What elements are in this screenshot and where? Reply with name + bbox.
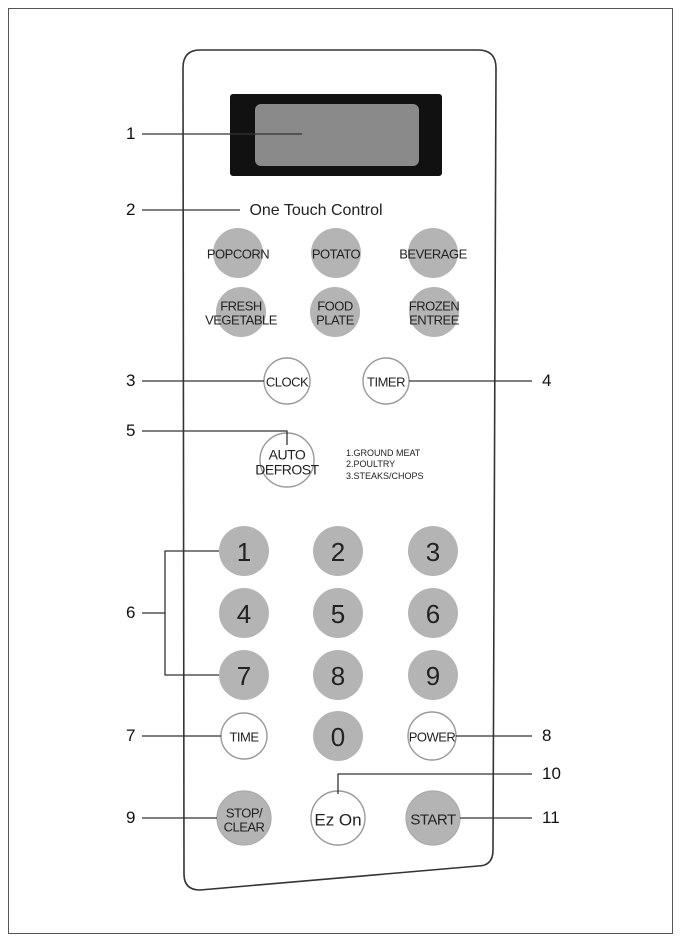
callout-4: 4: [542, 371, 552, 390]
fresh-vegetable-button-shape: [216, 287, 266, 337]
digit-8-button[interactable]: 8: [330, 661, 346, 691]
ez-on-button[interactable]: Ez On: [314, 810, 362, 830]
digit-7-button[interactable]: 7: [236, 661, 252, 691]
defrost-option: 2.POULTRY: [346, 459, 396, 470]
callout-11: 11: [542, 808, 560, 827]
one-touch-heading: One Touch Control: [249, 202, 383, 219]
digit-5-button[interactable]: 5: [330, 599, 346, 629]
callout-6: 6: [126, 603, 136, 622]
frozen-entree-button[interactable]: FROZEN ENTREE: [408, 298, 460, 327]
beverage-button[interactable]: BEVERAGE: [399, 246, 467, 262]
potato-button[interactable]: POTATO: [311, 246, 361, 262]
defrost-option: 1.GROUND MEAT: [346, 448, 421, 458]
clock-button[interactable]: CLOCK: [265, 374, 309, 390]
food-plate-button[interactable]: FOOD PLATE: [316, 298, 354, 327]
figure-frame: [8, 8, 673, 934]
callout-1: 1: [126, 124, 136, 143]
stop-clear-button[interactable]: STOP/ CLEAR: [223, 805, 265, 834]
defrost-option: 3.STEAKS/CHOPS: [346, 470, 424, 481]
callout-3: 3: [126, 371, 136, 390]
timer-button[interactable]: TIMER: [367, 374, 405, 390]
digit-3-button[interactable]: 3: [425, 537, 441, 567]
power-button[interactable]: POWER: [408, 729, 456, 745]
callout-5: 5: [126, 421, 136, 440]
defrost-options: 1.GROUND MEAT 2.POULTRY 3.STEAKS/CHOPS: [346, 448, 424, 482]
digit-6-button[interactable]: 6: [425, 599, 441, 629]
start-button[interactable]: START: [410, 811, 456, 829]
digit-4-button[interactable]: 4: [236, 599, 252, 629]
digit-0-button[interactable]: 0: [330, 722, 346, 752]
callout-10: 10: [542, 764, 561, 783]
leader-lines: [142, 133, 532, 819]
digit-1-button[interactable]: 1: [236, 537, 252, 567]
time-button[interactable]: TIME: [229, 729, 259, 745]
callout-2: 2: [126, 200, 136, 219]
beverage-button-shape: [408, 228, 458, 278]
potato-button-shape: [311, 228, 361, 278]
callout-9: 9: [126, 808, 136, 827]
callout-7: 7: [126, 726, 136, 745]
display-screen: [255, 104, 419, 166]
digit-9-button[interactable]: 9: [425, 661, 441, 691]
panel-outline: [182, 49, 497, 891]
frozen-entree-button-shape: [409, 287, 459, 337]
fresh-vegetable-button[interactable]: FRESH VEGETABLE: [205, 298, 277, 327]
popcorn-button[interactable]: POPCORN: [206, 246, 270, 262]
popcorn-button-shape: [213, 228, 263, 278]
callout-8: 8: [542, 726, 552, 745]
digit-2-button[interactable]: 2: [330, 537, 346, 567]
auto-defrost-button[interactable]: AUTO DEFROST: [255, 446, 319, 477]
food-plate-button-shape: [310, 287, 360, 337]
